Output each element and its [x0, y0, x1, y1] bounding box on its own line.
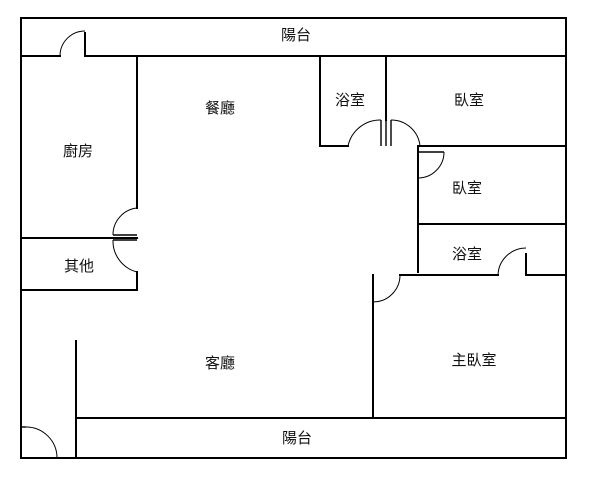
door-balcony-top: [59, 30, 86, 57]
label-master-bedroom: 主臥室: [451, 352, 496, 369]
label-bedroom-2: 臥室: [452, 180, 482, 197]
door-master-bedroom: [372, 274, 401, 303]
door-bath-2: [497, 247, 527, 276]
label-kitchen: 廚房: [63, 142, 93, 160]
door-balcony-bottom: [21, 426, 58, 459]
label-dining: 餐廳: [205, 99, 235, 117]
door-bath-bedroom: [347, 119, 421, 147]
label-bath-2: 浴室: [452, 246, 482, 263]
label-bedroom-1: 臥室: [454, 92, 484, 109]
doors: [21, 30, 527, 459]
label-living: 客廳: [205, 354, 235, 372]
door-bedroom-2: [417, 151, 445, 179]
label-other: 其他: [64, 258, 94, 275]
room-labels: 陽台 廚房 餐廳 浴室 臥室 臥室 其他 浴室 客廳 主臥室 陽台: [63, 27, 497, 447]
interior-walls: [20, 32, 567, 459]
label-balcony-top: 陽台: [281, 27, 311, 44]
label-bath-1: 浴室: [335, 92, 365, 109]
label-balcony-bottom: 陽台: [282, 430, 312, 447]
door-kitchen: [112, 207, 138, 273]
